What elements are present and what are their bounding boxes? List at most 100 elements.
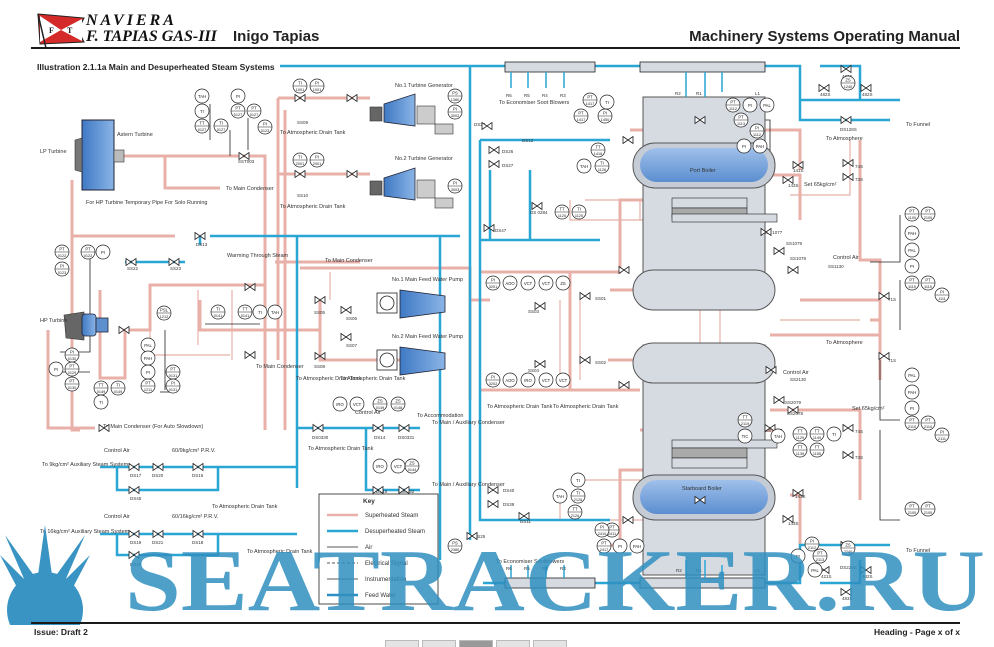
svg-text:TI: TI	[298, 155, 302, 160]
soot-blower-connections	[510, 72, 723, 578]
label-set-65-port: Set 65kg/cm²	[804, 182, 837, 188]
instrument-pah: PAH	[752, 138, 768, 154]
label-prv-16: 60/16kg/cm² P.R.V.	[172, 514, 219, 520]
valve-icon	[128, 529, 140, 539]
svg-text:TAH: TAH	[198, 94, 206, 99]
valve-icon	[192, 462, 204, 472]
valve-icon	[534, 359, 546, 369]
svg-text:PI: PI	[315, 81, 319, 86]
valve-icon	[760, 227, 772, 237]
valve-icon	[487, 499, 499, 509]
valve-icon	[694, 115, 706, 125]
tag-ds14: DS14	[374, 435, 386, 440]
tag-ds46: DS46	[130, 562, 142, 567]
tag-ss1077: SS 1077	[765, 230, 783, 235]
svg-text:TI: TI	[832, 432, 836, 437]
instrument-iro: IRO	[332, 396, 348, 412]
valve-icon	[531, 201, 543, 211]
page-tab[interactable]	[385, 640, 419, 647]
fwp1-label: No.1 Main Feed Water Pump	[392, 277, 463, 283]
svg-text:1450: 1450	[601, 118, 609, 122]
tag-143s-stbd: 143S	[788, 521, 799, 526]
instrument-ti: TI	[194, 103, 210, 119]
svg-text:VCT: VCT	[394, 464, 403, 469]
svg-text:3202: 3202	[489, 382, 497, 386]
tag-ss05: SS05	[314, 310, 326, 315]
svg-text:TT: TT	[797, 429, 803, 434]
valve-icon	[842, 450, 854, 460]
label-control-air-1: Control Air	[355, 410, 381, 416]
valve-icon	[773, 395, 785, 405]
valve-icon	[765, 365, 777, 375]
header-divider	[31, 47, 960, 49]
instrument-ti: TI	[826, 426, 842, 442]
svg-text:AOO: AOO	[505, 281, 515, 286]
svg-text:1110: 1110	[924, 285, 932, 289]
instrument-pi: PI	[140, 364, 156, 380]
valve-icon	[487, 485, 499, 495]
instrument-pi: PI	[736, 138, 752, 154]
valve-icon	[764, 423, 776, 433]
valve-icon	[340, 305, 352, 315]
astern-turbine: LP Turbine Astern Turbine	[40, 119, 153, 191]
svg-text:0149: 0149	[97, 390, 105, 394]
page-tab[interactable]	[496, 640, 530, 647]
page-tab[interactable]	[533, 640, 567, 647]
instrument-ti: TI	[252, 304, 268, 320]
tag-r1-top: R1	[696, 91, 702, 96]
svg-text:2001: 2001	[313, 162, 321, 166]
tag-ss08: SS08	[314, 364, 326, 369]
tag-ss2078: SS2078	[787, 411, 804, 416]
valve-icon	[314, 295, 326, 305]
svg-text:1112: 1112	[729, 107, 737, 111]
instrument-tic: TIC	[737, 428, 753, 444]
hp-turbine: HP Turbine	[40, 311, 109, 341]
tag-l1-top: L1	[755, 91, 761, 96]
svg-text:PT: PT	[251, 106, 257, 111]
page-tab[interactable]	[422, 640, 456, 647]
soot-blower-tags: R6 R5 R4 R3 R2 R1 L1 R6 R5 R4 R3 R2 R1 L…	[506, 91, 761, 573]
svg-text:TI: TI	[200, 109, 204, 114]
soot-blower-header-top-right	[639, 61, 766, 73]
svg-text:0131: 0131	[169, 388, 177, 392]
svg-text:1129: 1129	[796, 436, 804, 440]
instrument-zs: ZS	[555, 275, 571, 291]
valve-icon	[818, 83, 830, 93]
svg-text:PI: PI	[70, 350, 74, 355]
port-boiler: Port Boiler	[632, 96, 778, 311]
svg-text:PT: PT	[587, 95, 593, 100]
legend-title: Key	[363, 498, 375, 505]
instrument-tah: TAH	[194, 88, 210, 104]
label-to-funnel-bottom: To Funnel	[906, 548, 930, 554]
svg-text:1139: 1139	[796, 452, 804, 456]
page-tab-active[interactable]	[459, 640, 493, 647]
svg-text:PI: PI	[263, 122, 267, 127]
label-prv-9: 60/9kg/cm² P.R.V.	[172, 448, 216, 454]
svg-text:0144: 0144	[408, 468, 416, 472]
fwp2-label: No.2 Main Feed Water Pump	[392, 334, 463, 340]
tag-ss01: SS01	[595, 296, 607, 301]
svg-text:1110: 1110	[908, 285, 916, 289]
valve-icon	[878, 291, 890, 301]
svg-text:PT: PT	[59, 247, 65, 252]
svg-text:TI: TI	[600, 161, 604, 166]
svg-text:PAL: PAL	[908, 373, 916, 378]
svg-text:3201: 3201	[489, 285, 497, 289]
valve-icon	[860, 83, 872, 93]
instrument-pal: PAL	[807, 562, 823, 578]
svg-text:PI: PI	[748, 103, 752, 108]
